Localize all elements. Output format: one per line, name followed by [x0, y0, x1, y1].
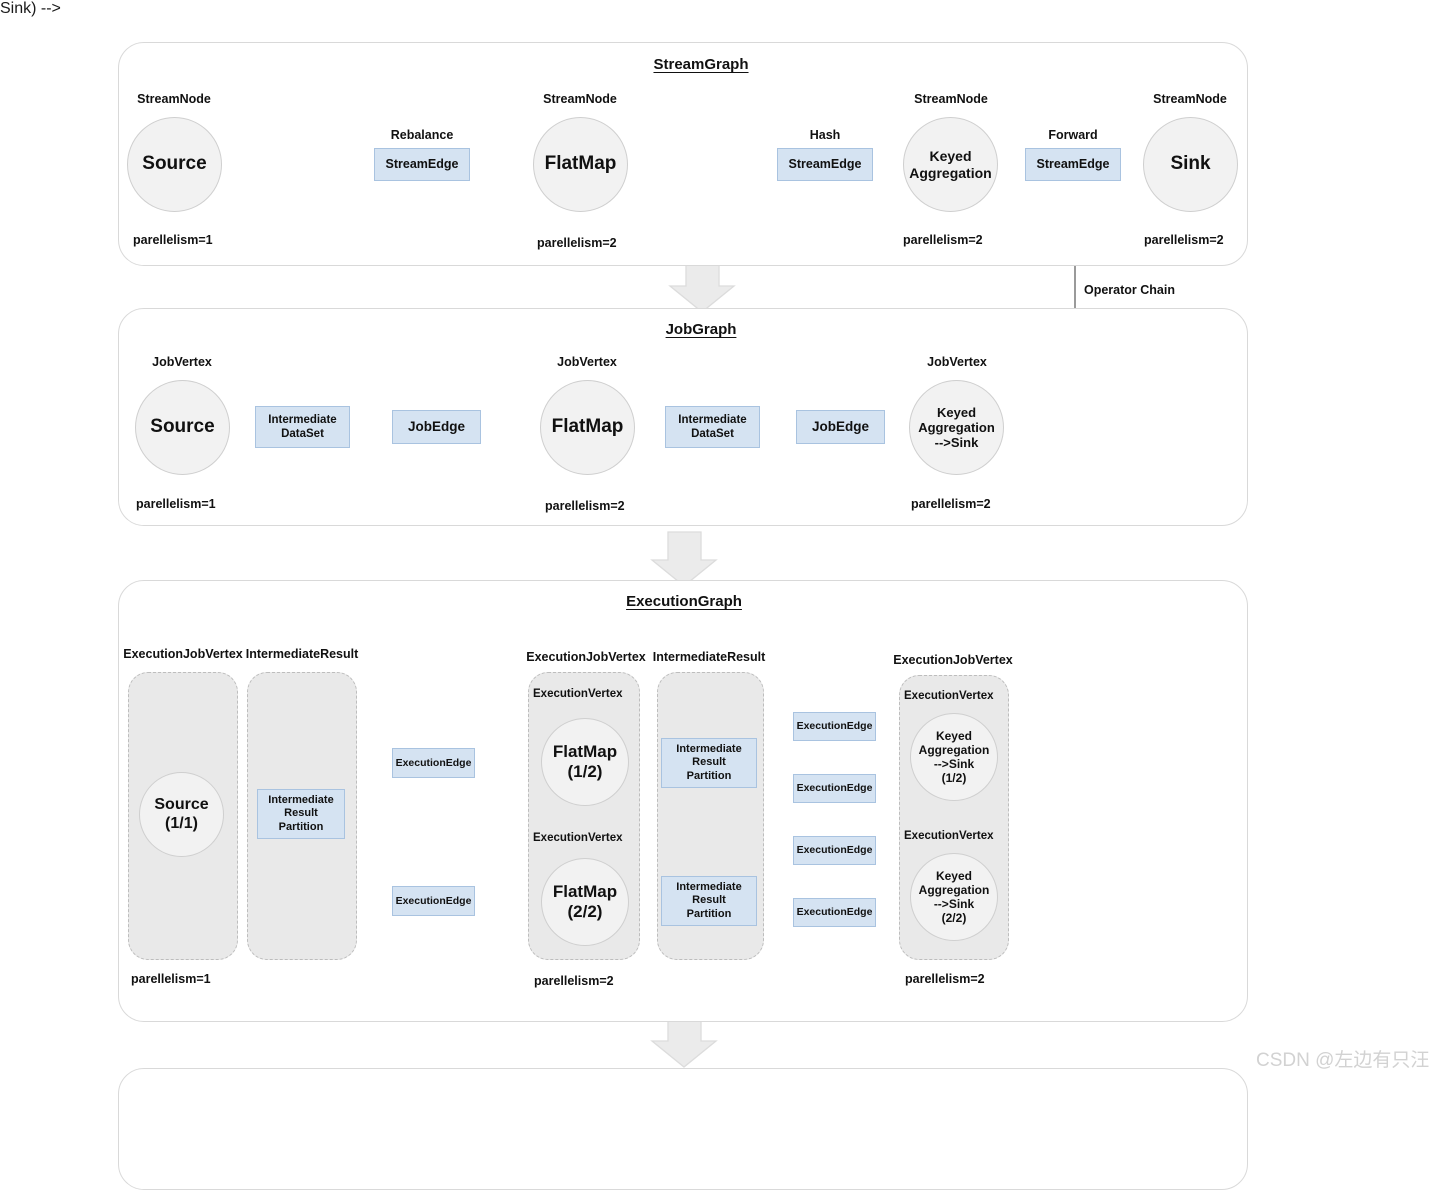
eg-sink-vertex-1-type: ExecutionVertex — [904, 830, 994, 842]
streamgraph-node-0-type: StreamNode — [137, 92, 211, 106]
jobgraph-node-2-parallelism: parellelism=2 — [911, 497, 991, 511]
streamgraph-node-sink-label: Sink — [1170, 153, 1211, 175]
eg-group-2-parallelism: parellelism=2 — [534, 974, 614, 988]
eg-vertex-source-label: Source (1/1) — [154, 795, 209, 832]
eg-edge-right-2-label: ExecutionEdge — [796, 844, 873, 857]
jobgraph-node-keyed-aggregation-sink: Keyed Aggregation -->Sink — [909, 380, 1004, 475]
streamgraph-node-sink: Sink — [1143, 117, 1238, 212]
eg-flatmap-partition-1: Intermediate Result Partition — [661, 876, 757, 926]
jobgraph-node-flatmap-label: FlatMap — [551, 416, 624, 438]
eg-vertex-keyed-aggregation-sink-1: Keyed Aggregation -->Sink (1/2) — [910, 713, 998, 801]
streamgraph-edge-1-strategy: Hash — [809, 128, 841, 142]
eg-source-partition: Intermediate Result Partition — [257, 789, 345, 839]
jobgraph-node-2-type: JobVertex — [927, 355, 987, 369]
eg-flatmap-vertex-1-type: ExecutionVertex — [533, 832, 623, 844]
streamgraph-title: StreamGraph — [653, 56, 749, 73]
jobgraph-dataset-1: Intermediate DataSet — [665, 406, 760, 448]
eg-group-2-type: ExecutionJobVertex — [526, 650, 646, 664]
jobgraph-node-source-label: Source — [150, 416, 215, 438]
watermark: CSDN @左边有只汪 — [1256, 1050, 1430, 1071]
streamgraph-node-keyed-aggregation-label: Keyed Aggregation — [909, 147, 992, 181]
jobgraph-title: JobGraph — [665, 321, 737, 338]
streamgraph-node-3-parallelism: parellelism=2 — [1144, 233, 1224, 247]
executiongraph-title: ExecutionGraph — [626, 593, 742, 610]
streamgraph-edge-0: StreamEdge — [374, 148, 470, 181]
streamgraph-edge-2-strategy: Forward — [1048, 128, 1098, 142]
eg-group-1-type: IntermediateResult — [245, 647, 359, 661]
jobgraph-edge-0: JobEdge — [392, 410, 481, 444]
eg-vertex-flatmap-1: FlatMap (1/2) — [541, 718, 629, 806]
eg-vertex-flatmap-2-label: FlatMap (2/2) — [552, 881, 618, 921]
eg-vertex-flatmap-2: FlatMap (2/2) — [541, 858, 629, 946]
streamgraph-edge-1: StreamEdge — [777, 148, 873, 181]
jobgraph-edge-1: JobEdge — [796, 410, 885, 444]
streamgraph-node-0-parallelism: parellelism=1 — [133, 233, 213, 247]
eg-group-4-type: ExecutionJobVertex — [893, 653, 1013, 667]
eg-flatmap-vertex-0-type: ExecutionVertex — [533, 688, 623, 700]
eg-edge-left-0: ExecutionEdge — [392, 748, 475, 778]
streamgraph-node-flatmap-label: FlatMap — [544, 153, 617, 175]
eg-group-4-parallelism: parellelism=2 — [905, 972, 985, 986]
eg-vertex-source: Source (1/1) — [139, 772, 224, 857]
streamgraph-node-flatmap: FlatMap — [533, 117, 628, 212]
streamgraph-node-source: Source — [127, 117, 222, 212]
eg-edge-left-1-label: ExecutionEdge — [395, 894, 472, 907]
streamgraph-node-source-label: Source — [142, 153, 207, 175]
eg-edge-right-0: ExecutionEdge — [793, 712, 876, 741]
eg-edge-left-1: ExecutionEdge — [392, 886, 475, 916]
jobgraph-edge-0-label: JobEdge — [407, 418, 465, 434]
jobgraph-node-1-parallelism: parellelism=2 — [545, 499, 625, 513]
jobgraph-dataset-0: Intermediate DataSet — [255, 406, 350, 448]
eg-vertex-flatmap-1-label: FlatMap (1/2) — [552, 741, 618, 781]
jobgraph-node-0-type: JobVertex — [152, 355, 212, 369]
eg-group-0-parallelism: parellelism=1 — [131, 972, 211, 986]
jobgraph-node-source: Source — [135, 380, 230, 475]
eg-edge-right-1: ExecutionEdge — [793, 774, 876, 803]
streamgraph-node-3-type: StreamNode — [1153, 92, 1227, 106]
operator-chain-label: Operator Chain — [1084, 283, 1175, 297]
eg-edge-right-2: ExecutionEdge — [793, 836, 876, 865]
eg-group-0-type: ExecutionJobVertex — [123, 647, 243, 661]
eg-vertex-keyed-aggregation-sink-2: Keyed Aggregation -->Sink (2/2) — [910, 853, 998, 941]
eg-sink-vertex-0-type: ExecutionVertex — [904, 690, 994, 702]
eg-source-partition-label: Intermediate Result Partition — [268, 793, 334, 833]
fourth-panel-partial — [118, 1068, 1248, 1190]
eg-flatmap-partition-1-label: Intermediate Result Partition — [676, 880, 742, 920]
streamgraph-node-1-type: StreamNode — [543, 92, 617, 106]
streamgraph-edge-1-label: StreamEdge — [788, 156, 862, 171]
transition-arrow-2 — [650, 531, 718, 587]
eg-edge-right-3-label: ExecutionEdge — [796, 906, 873, 919]
eg-edge-left-0-label: ExecutionEdge — [395, 756, 472, 769]
eg-edge-right-3: ExecutionEdge — [793, 898, 876, 927]
streamgraph-node-2-type: StreamNode — [914, 92, 988, 106]
eg-vertex-keyed-aggregation-sink-1-label: Keyed Aggregation -->Sink (1/2) — [918, 728, 990, 786]
jobgraph-node-keyed-aggregation-sink-label: Keyed Aggregation -->Sink — [918, 404, 995, 451]
jobgraph-edge-1-label: JobEdge — [811, 418, 869, 434]
eg-edge-right-1-label: ExecutionEdge — [796, 782, 873, 795]
streamgraph-edge-2: StreamEdge — [1025, 148, 1121, 181]
jobgraph-node-1-type: JobVertex — [557, 355, 617, 369]
streamgraph-node-keyed-aggregation: Keyed Aggregation — [903, 117, 998, 212]
streamgraph-edge-0-strategy: Rebalance — [390, 128, 454, 142]
streamgraph-node-2-parallelism: parellelism=2 — [903, 233, 983, 247]
eg-flatmap-partition-0: Intermediate Result Partition — [661, 738, 757, 788]
eg-group-3-type: IntermediateResult — [652, 650, 766, 664]
eg-vertex-keyed-aggregation-sink-2-label: Keyed Aggregation -->Sink (2/2) — [918, 868, 990, 926]
eg-flatmap-partition-0-label: Intermediate Result Partition — [676, 742, 742, 782]
streamgraph-node-1-parallelism: parellelism=2 — [537, 236, 617, 250]
transition-arrow-1 — [668, 257, 736, 313]
jobgraph-node-flatmap: FlatMap — [540, 380, 635, 475]
streamgraph-edge-0-label: StreamEdge — [385, 156, 459, 171]
jobgraph-dataset-0-label: Intermediate DataSet — [268, 413, 337, 440]
streamgraph-edge-2-label: StreamEdge — [1036, 156, 1110, 171]
eg-edge-right-0-label: ExecutionEdge — [796, 720, 873, 733]
jobgraph-node-0-parallelism: parellelism=1 — [136, 497, 216, 511]
jobgraph-dataset-1-label: Intermediate DataSet — [678, 413, 747, 440]
